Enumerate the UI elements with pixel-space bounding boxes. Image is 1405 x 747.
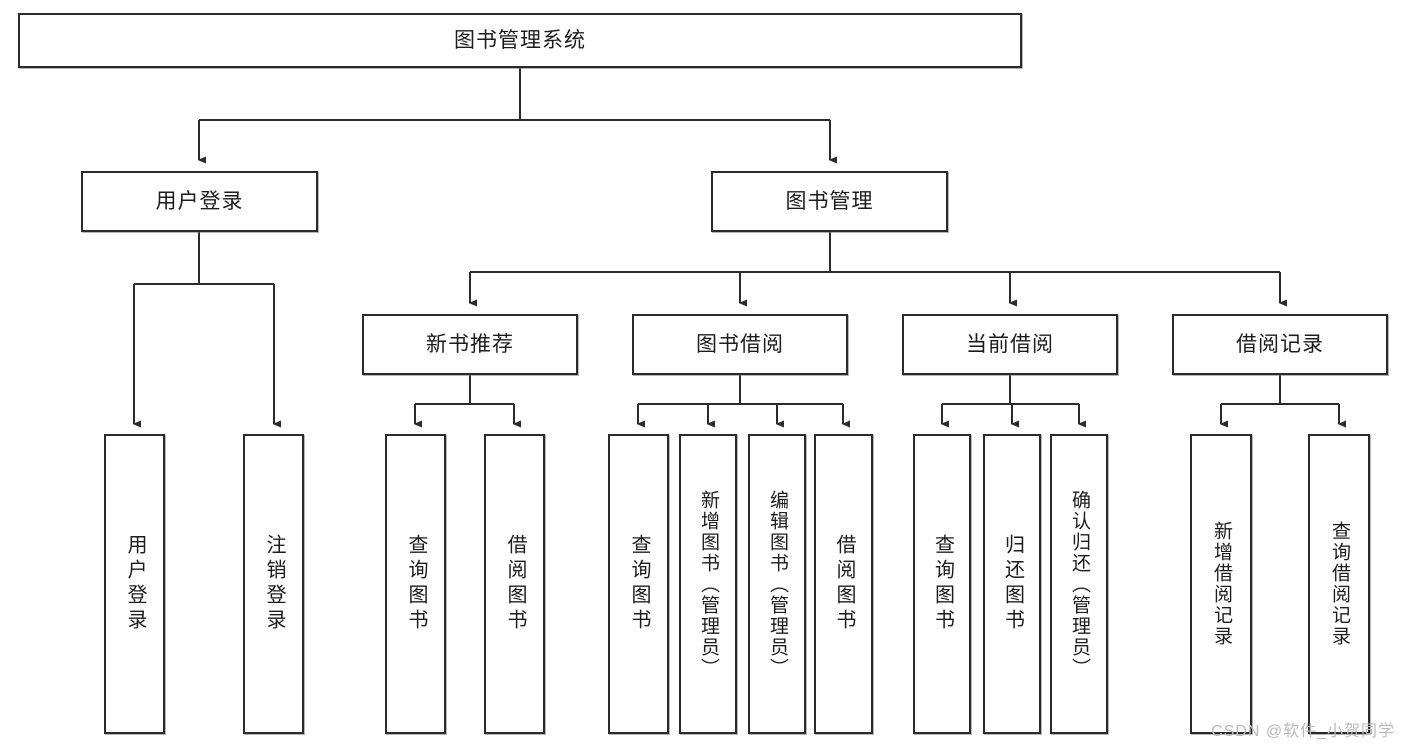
node-book-manage[interactable]: 图书管理 [711,171,948,232]
node-new-book-rec-label: 新书推荐 [426,332,514,356]
node-current-borrow-label: 当前借阅 [966,332,1054,356]
leaf-borrow-book[interactable]: 借阅图书 [814,434,873,734]
leaf-user-login[interactable]: 用户登录 [104,434,165,734]
leaf-query-book-borrow-label: 查询图书 [628,534,650,634]
leaf-add-book[interactable]: 新增图书（管理员） [679,434,737,734]
leaf-query-book-rec-label: 查询图书 [405,534,427,634]
leaf-user-logout[interactable]: 注销登录 [243,434,304,734]
leaf-query-book-current-label: 查询图书 [931,534,954,634]
node-user-login-label: 用户登录 [155,189,244,213]
node-book-manage-label: 图书管理 [785,189,874,213]
leaf-query-record-label: 查询借阅记录 [1328,521,1350,647]
leaf-add-record[interactable]: 新增借阅记录 [1190,434,1252,734]
leaf-user-login-label: 用户登录 [124,534,146,634]
leaf-query-book-rec[interactable]: 查询图书 [385,434,446,734]
node-current-borrow[interactable]: 当前借阅 [902,314,1118,375]
leaf-borrow-book-rec-label: 借阅图书 [504,534,526,634]
node-user-login[interactable]: 用户登录 [81,171,318,232]
node-borrow-record-label: 借阅记录 [1236,332,1324,356]
leaf-confirm-return[interactable]: 确认归还（管理员） [1050,434,1108,734]
leaf-confirm-return-label: 确认归还（管理员） [1068,489,1090,679]
leaf-return-book-label: 归还图书 [1001,534,1024,634]
node-root[interactable]: 图书管理系统 [18,13,1022,68]
leaf-edit-book-label: 编辑图书（管理员） [766,489,788,679]
node-book-borrow-label: 图书借阅 [696,332,784,356]
leaf-edit-book[interactable]: 编辑图书（管理员） [748,434,806,734]
node-root-label: 图书管理系统 [454,28,586,52]
leaf-user-logout-label: 注销登录 [263,534,285,634]
leaf-borrow-book-rec[interactable]: 借阅图书 [484,434,545,734]
leaf-add-record-label: 新增借阅记录 [1210,521,1232,647]
leaf-query-book-current[interactable]: 查询图书 [913,434,971,734]
watermark: CSDN @软件_小贺同学 [1211,723,1395,740]
leaf-return-book[interactable]: 归还图书 [983,434,1041,734]
node-book-borrow[interactable]: 图书借阅 [632,314,848,375]
leaf-add-book-label: 新增图书（管理员） [697,489,719,679]
node-new-book-rec[interactable]: 新书推荐 [362,314,578,375]
leaf-query-record[interactable]: 查询借阅记录 [1308,434,1370,734]
node-borrow-record[interactable]: 借阅记录 [1172,314,1388,375]
leaf-query-book-borrow[interactable]: 查询图书 [608,434,669,734]
leaf-borrow-book-label: 借阅图书 [833,534,855,634]
